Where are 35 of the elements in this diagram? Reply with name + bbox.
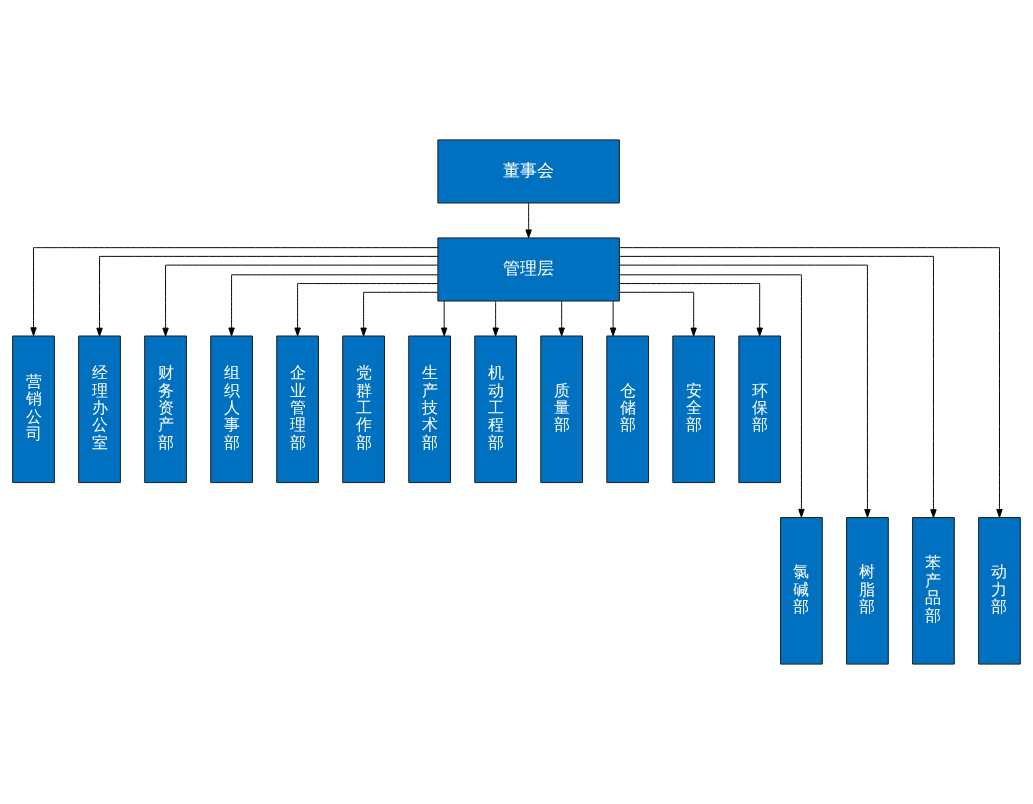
arrow: [492, 300, 499, 337]
arrow: [619, 255, 937, 518]
node-box: 营销公司: [12, 335, 55, 484]
node-box: 党群工作部: [342, 335, 385, 484]
arrow: [360, 291, 438, 337]
node-box: 机动工程部: [474, 335, 517, 484]
node-box: 动力部: [978, 517, 1021, 665]
arrow: [30, 247, 439, 337]
node-box: 环保部: [738, 335, 782, 484]
arrow: [618, 264, 871, 518]
arrow: [96, 255, 439, 337]
arrow: [619, 291, 697, 337]
arrow: [228, 274, 438, 337]
node-box: 安全部: [672, 335, 716, 484]
node-box: 仓储部: [606, 335, 649, 484]
node-box: 经理办公室: [78, 335, 121, 484]
arrow: [294, 283, 439, 337]
arrow: [619, 274, 805, 518]
node-box: 董事会: [437, 139, 620, 204]
node-box: 树脂部: [846, 517, 889, 665]
arrow: [609, 300, 617, 337]
arrow: [558, 300, 565, 337]
node-box: 财务资产部: [144, 335, 187, 484]
node-box: 苯产品部: [912, 517, 955, 665]
node-box: 氯碱部: [780, 517, 823, 665]
arrow: [619, 283, 763, 337]
arrow: [162, 264, 438, 337]
arrow: [525, 202, 532, 239]
arrow: [618, 247, 1003, 518]
node-box: 组织人事部: [210, 335, 253, 484]
node-box: 企业管理部: [276, 335, 319, 484]
node-box: 质量部: [540, 335, 583, 484]
arrow: [440, 300, 448, 337]
node-box: 管理层: [437, 237, 620, 302]
node-box: 生产技术部: [408, 335, 451, 484]
